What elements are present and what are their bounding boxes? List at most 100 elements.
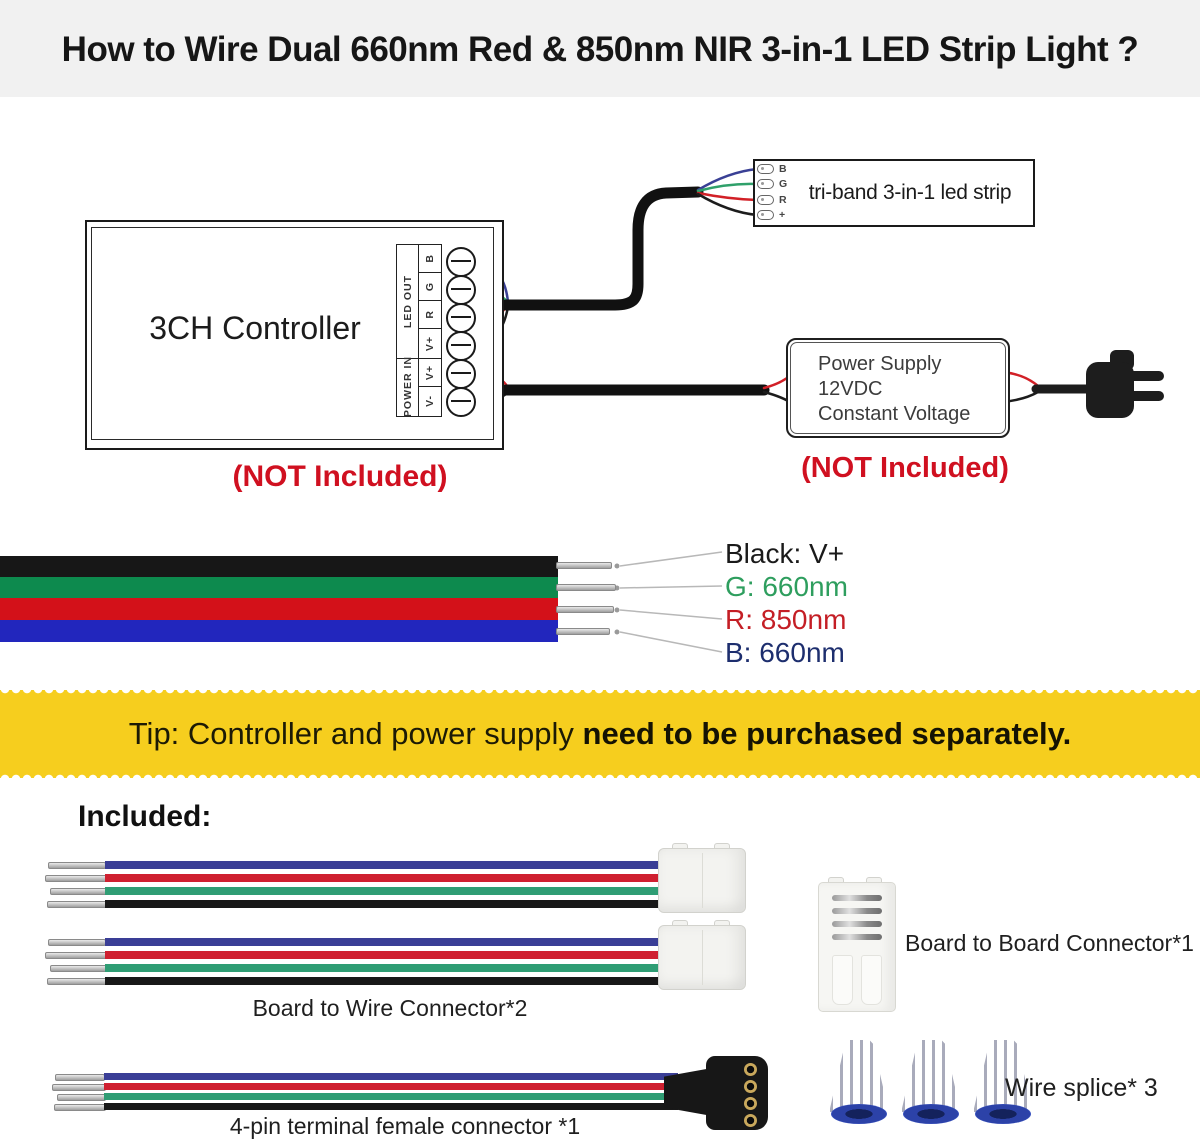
terminal-cell-b: B (417, 244, 442, 274)
header-band (0, 0, 1200, 97)
led-out-group-cell: LED OUT (396, 244, 419, 359)
legend-leader-lines (619, 551, 723, 653)
legend-g-660nm: G: 660nm (725, 571, 848, 602)
psu-line1: Power Supply (818, 353, 942, 375)
btw1-tip-black (47, 901, 107, 908)
btw2-wire-blue (105, 938, 672, 946)
fp-tip-red (52, 1084, 106, 1091)
controller-label: 3CH Controller (149, 310, 361, 346)
plug-prong-bottom (1132, 391, 1164, 401)
power-supply-inner-border (790, 342, 1006, 434)
four-pin-label: 4-pin terminal female connector *1 (229, 1113, 581, 1139)
btw2-wire-black (105, 977, 672, 985)
btw1-wire-blue (105, 861, 672, 869)
terminal-cell-vminus: V- (417, 386, 442, 417)
power-supply-text: Power Supply 12VDC Constant Voltage (818, 352, 1003, 427)
board-to-wire-label: Board to Wire Connector*2 (252, 995, 528, 1021)
ribbon-green (0, 577, 558, 598)
tip-banner-normal: Tip: Controller and power supply (128, 716, 583, 751)
fp-tip-blue (55, 1074, 105, 1081)
screw-terminal-vplus-out (446, 331, 476, 361)
screw-terminal-r (446, 303, 476, 333)
terminal-label-b: B (423, 254, 436, 264)
screw-terminal-b (446, 247, 476, 277)
strip-pad-label-r: R (779, 194, 787, 206)
btw1-tip-red (45, 875, 107, 882)
legend-black-vplus: Black: V+ (725, 538, 845, 569)
four-pin-connector-head (706, 1056, 768, 1130)
ribbon-tip-red (556, 606, 614, 613)
ribbon-red (0, 598, 558, 620)
psu-not-included-label: (NOT Included) (801, 452, 1009, 484)
tip-banner-text: Tip: Controller and power supply need to… (0, 716, 1200, 752)
led-out-group-label: LED OUT (401, 274, 414, 329)
wire-splice-1 (830, 1040, 888, 1124)
controller-not-included-label: (NOT Included) (232, 460, 448, 493)
btw2-tip-red (45, 952, 107, 959)
b2b-pin-3 (832, 921, 882, 927)
board-to-board-connector (818, 882, 896, 1012)
fp-wire-red (104, 1083, 678, 1090)
page-title: How to Wire Dual 660nm Red & 850nm NIR 3… (61, 30, 1139, 69)
power-supply-box (786, 338, 1010, 438)
strip-pad-label-b: B (779, 163, 787, 175)
ribbon-black (0, 556, 558, 577)
included-heading: Included: (78, 800, 212, 833)
screw-terminal-vminus (446, 387, 476, 417)
strip-pad-plus (757, 210, 774, 220)
btw2-tip-green (50, 965, 107, 972)
terminal-cell-r: R (417, 300, 442, 330)
wire-splice-label: Wire splice* 3 (1005, 1074, 1158, 1102)
tip-banner-bold: need to be purchased separately. (582, 716, 1072, 751)
led-strip-label: tri-band 3-in-1 led strip (808, 181, 1012, 204)
ribbon-pin-tips (614, 563, 620, 635)
btw2-wire-red (105, 951, 672, 959)
ribbon-tip-blue (556, 628, 610, 635)
fp-wire-green (104, 1093, 678, 1100)
btw1-tip-green (50, 888, 107, 895)
ribbon-tip-green (556, 584, 616, 591)
strip-pad-g (757, 179, 774, 189)
btw1-wire-red (105, 874, 672, 882)
four-pin-connector-neck (664, 1068, 712, 1116)
terminal-cell-g: G (417, 272, 442, 302)
btw2-wire-green (105, 964, 672, 972)
fp-hole-3 (744, 1097, 757, 1110)
fp-tip-green (57, 1094, 106, 1101)
plug-prong-top (1132, 371, 1164, 381)
strip-pad-b (757, 164, 774, 174)
terminal-cell-vplus-out: V+ (417, 328, 442, 359)
ribbon-cable (0, 556, 558, 642)
btw1-wire-black (105, 900, 672, 908)
b2b-slot-right (861, 955, 882, 1005)
strip-pad-label-plus: + (779, 209, 786, 221)
board-to-wire-clip-1 (658, 848, 746, 913)
strip-fan-wires (696, 167, 759, 217)
board-to-wire-clip-2 (658, 925, 746, 990)
screw-terminal-vplus-in (446, 359, 476, 389)
terminal-label-vplus-out: V+ (423, 335, 436, 352)
psu-line2: 12VDC (818, 378, 883, 400)
ribbon-tip-black (556, 562, 612, 569)
terminal-label-vminus: V- (423, 395, 436, 408)
ribbon-blue (0, 620, 558, 642)
b2b-pin-1 (832, 895, 882, 901)
psu-line3: Constant Voltage (818, 403, 971, 425)
fp-wire-black (104, 1103, 678, 1110)
fp-hole-1 (744, 1063, 757, 1076)
terminal-label-vplus-in: V+ (423, 364, 436, 381)
b2b-pin-4 (832, 934, 882, 940)
btw1-tip-blue (48, 862, 106, 869)
fp-hole-2 (744, 1080, 757, 1093)
btw1-wire-green (105, 887, 672, 895)
wire-splice-3 (974, 1040, 1032, 1124)
led-strip-box (753, 159, 1035, 227)
btw2-tip-black (47, 978, 107, 985)
fp-hole-4 (744, 1114, 757, 1127)
legend-r-850nm: R: 850nm (725, 604, 847, 635)
led-output-cable (500, 186, 704, 311)
power-in-group-cell: POWER IN (396, 356, 419, 418)
strip-pad-r (757, 195, 774, 205)
power-in-group-label: POWER IN (401, 356, 414, 418)
screw-terminal-g (446, 275, 476, 305)
